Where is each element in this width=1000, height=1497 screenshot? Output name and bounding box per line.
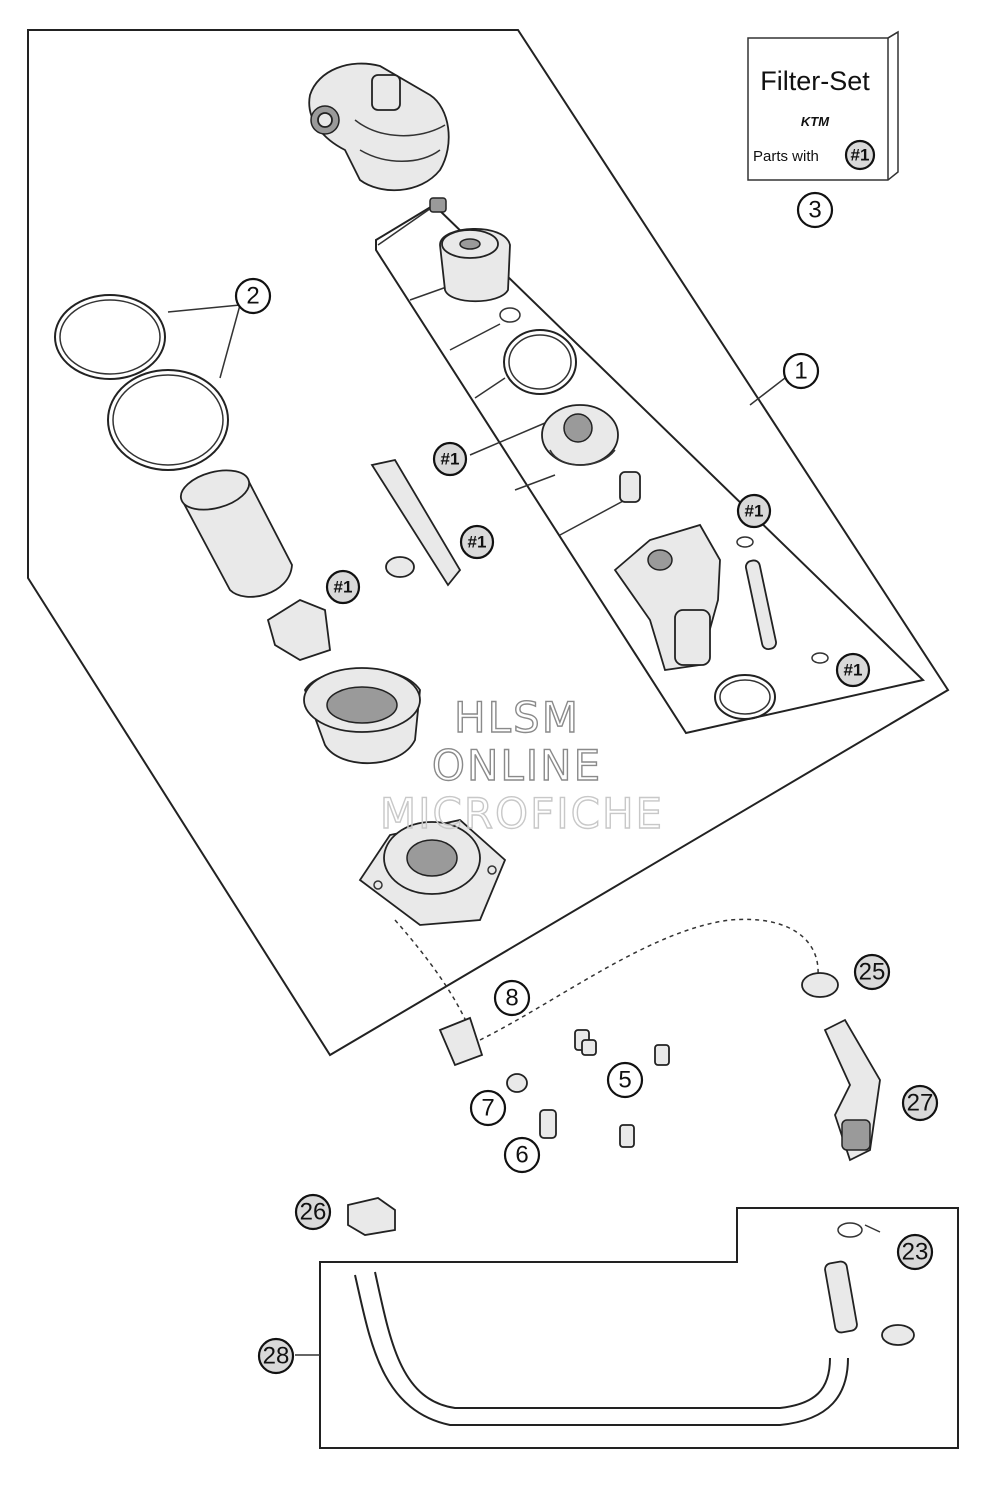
clip-bracket	[266, 598, 331, 661]
watermark-line-3: MICROFICHE	[380, 789, 664, 838]
fuel-filter	[439, 228, 511, 303]
ref-mark-1: #1	[432, 441, 468, 477]
callout-7: 7	[469, 1089, 507, 1127]
ref-mark-2-text: #1	[468, 533, 487, 552]
watermark-line-2: ONLINE	[432, 741, 602, 790]
callout-27: 27	[901, 1084, 939, 1122]
hose-clamp	[801, 972, 839, 998]
ktm-logo: KTM	[801, 114, 830, 129]
watermark: HLSM ONLINE MICROFICHE	[379, 692, 664, 838]
sleeve	[619, 471, 641, 503]
callout-5: 5	[606, 1061, 644, 1099]
ref-mark-2: #1	[459, 524, 495, 560]
callout-28: 28	[257, 1337, 295, 1375]
callout-26: 26	[294, 1193, 332, 1231]
callout-25-text: 25	[859, 959, 886, 986]
ref-mark-1-text: #1	[441, 450, 460, 469]
callout-5-text: 5	[618, 1067, 631, 1094]
callout-1: 1	[782, 352, 820, 390]
filter-set-box: Filter-Set KTM Parts with #1	[747, 30, 899, 181]
callout-6-text: 6	[515, 1142, 528, 1169]
callout-3-text: 3	[808, 197, 821, 224]
pump-motor	[613, 523, 721, 672]
parts-with-ref-circle	[844, 139, 876, 171]
o-ring-upper	[54, 294, 166, 380]
o-ring-lower	[107, 369, 229, 471]
ref-mark-5-text: #1	[844, 661, 863, 680]
small-o-ring	[499, 307, 521, 323]
grommet	[385, 556, 415, 578]
clamp-26	[347, 1197, 396, 1236]
callout-28-text: 28	[263, 1343, 290, 1370]
callout-2-text: 2	[246, 283, 259, 310]
ref-mark-4-text: #1	[745, 502, 764, 521]
callout-26-text: 26	[300, 1199, 327, 1226]
parts-with-ref-text: #1	[851, 146, 870, 165]
ref-mark-4: #1	[736, 493, 772, 529]
ref-mark-3: #1	[325, 569, 361, 605]
mounting-screws	[539, 1029, 670, 1148]
filter-set-title: Filter-Set	[760, 66, 870, 96]
leader-lines	[167, 205, 881, 1356]
callout-8: 8	[493, 979, 531, 1017]
ref-mark-3-text: #1	[334, 578, 353, 597]
quick-coupling	[823, 1018, 881, 1162]
nut	[506, 1073, 528, 1093]
pump-housing	[308, 62, 450, 192]
connector	[438, 1016, 484, 1067]
pressure-regulator	[541, 404, 619, 466]
fuel-hose	[354, 1274, 849, 1426]
pump-carrier	[303, 667, 421, 765]
callout-8-text: 8	[505, 985, 518, 1012]
pump-flange	[358, 819, 507, 926]
callout-2: 2	[234, 277, 272, 315]
hose-kit-outline	[319, 1207, 959, 1449]
pipe-ring-bottom	[811, 652, 829, 664]
callout-25: 25	[853, 953, 891, 991]
fuel-pipe	[744, 559, 777, 651]
cylinder-sleeve	[179, 469, 293, 598]
ref-mark-5: #1	[835, 652, 871, 688]
watermark-line-1: HLSM	[454, 693, 580, 742]
callout-6: 6	[503, 1136, 541, 1174]
callout-27-text: 27	[907, 1090, 934, 1117]
callout-23: 23	[896, 1233, 934, 1271]
large-o-ring	[503, 329, 577, 395]
callout-3: 3	[796, 191, 834, 229]
parts-with-label: Parts with	[753, 148, 819, 165]
fuel-pump-assembly-outline	[27, 29, 950, 1057]
wiring-harness	[394, 918, 819, 1041]
callout-23-text: 23	[902, 1239, 929, 1266]
spring	[429, 197, 447, 213]
pipe-ring-top	[736, 536, 754, 548]
level-sender	[370, 458, 462, 587]
seal-ring-subassembly	[714, 674, 776, 720]
filter-subassembly-outline	[375, 203, 926, 735]
hose-fitting	[824, 1222, 915, 1346]
callout-1-text: 1	[794, 358, 807, 385]
callout-7-text: 7	[481, 1095, 494, 1122]
